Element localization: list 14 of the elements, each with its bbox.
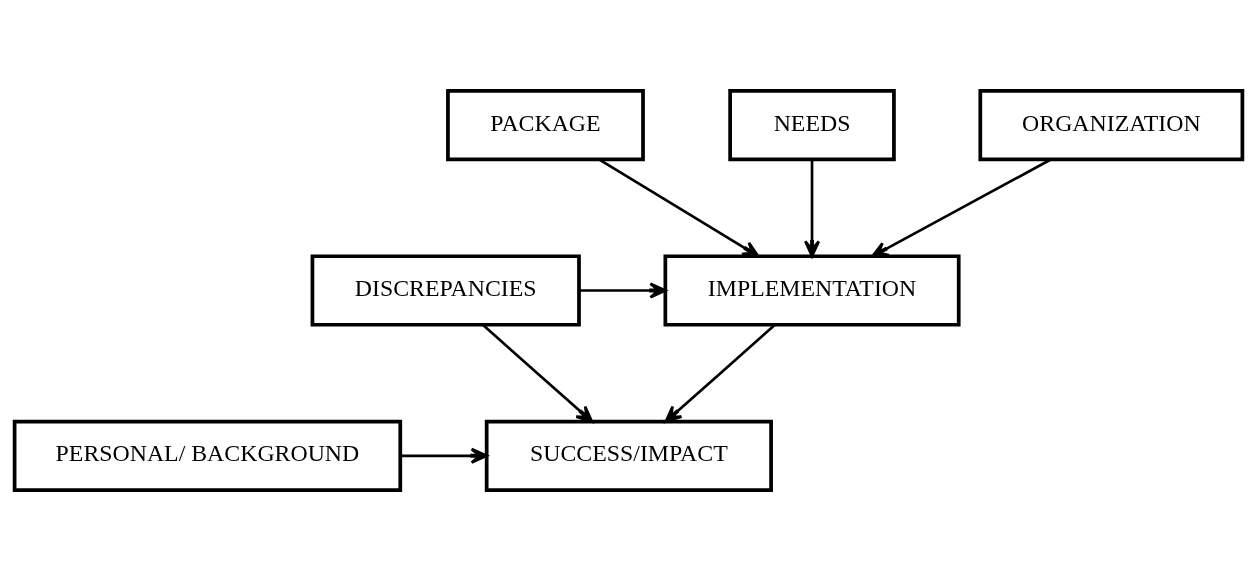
arrow: [664, 323, 776, 423]
node-box: PACKAGE: [446, 88, 645, 161]
arrow: [579, 281, 667, 299]
arrow: [400, 447, 488, 464]
node-box: DISCREPANCIES: [310, 253, 581, 327]
node-box: PERSONAL/ BACKGROUND: [12, 419, 403, 492]
arrow: [804, 159, 821, 258]
node-box: ORGANIZATION: [978, 88, 1245, 161]
node-box: NEEDS: [728, 88, 896, 161]
arrow: [598, 157, 760, 258]
node-box: SUCCESS/IMPACT: [484, 419, 773, 492]
arrow: [481, 323, 594, 423]
arrow: [871, 157, 1052, 258]
node-box: IMPLEMENTATION: [663, 253, 961, 327]
